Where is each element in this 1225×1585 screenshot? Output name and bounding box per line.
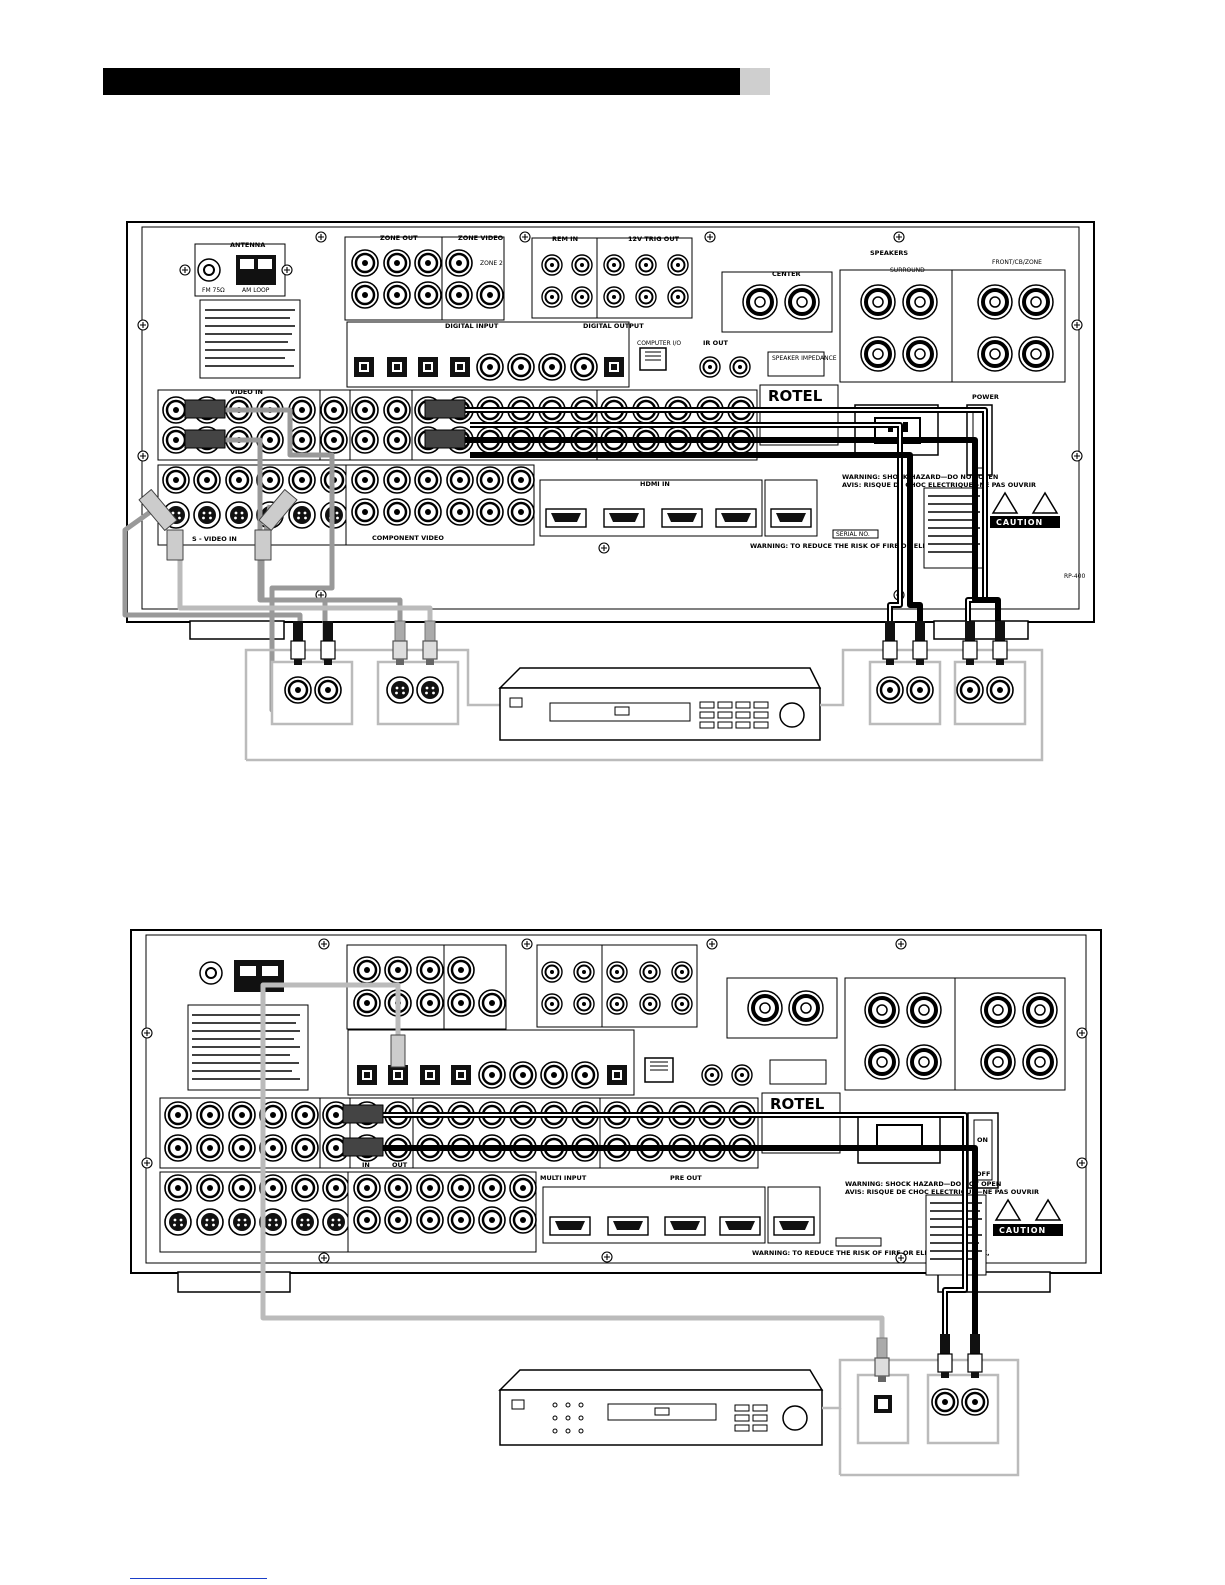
fm-label: FM 75Ω [202, 287, 225, 294]
center-speaker-label: CENTER [772, 270, 801, 278]
power-off-label: OFF [976, 1170, 990, 1178]
warning-1: WARNING: SHOCK HAZARD—DO NOT OPEN [842, 473, 998, 481]
surround-label: SURROUND [890, 267, 925, 274]
brand-logo-1: ROTEL [768, 387, 823, 405]
zone2-label: ZONE 2 [480, 260, 503, 267]
rem-in-label: REM IN [552, 235, 578, 243]
impedance-label: SPEAKER IMPEDANCE [772, 355, 837, 362]
hdmi-in-label: HDMI IN [640, 480, 670, 488]
serial-label: SERIAL NO. [836, 531, 870, 538]
warning-2b: AVIS: RISQUE DE CHOC ELECTRIQUE—NE PAS O… [845, 1188, 1039, 1196]
caution-label-1: CAUTION [996, 518, 1043, 527]
tape-out-label: OUT [392, 1161, 408, 1169]
power-label: POWER [972, 393, 999, 401]
rp-label: RP-400 [1064, 573, 1085, 580]
warning-1b: WARNING: SHOCK HAZARD—DO NOT OPEN [845, 1180, 1001, 1188]
computer-io-label: COMPUTER I/O [637, 340, 681, 347]
warning-3: WARNING: TO REDUCE THE RISK OF FIRE OR E… [750, 542, 988, 550]
multi-input-label: MULTI INPUT [540, 1174, 587, 1182]
cables-panel-2 [260, 982, 978, 1340]
digital-output-label: DIGITAL OUTPUT [583, 322, 644, 330]
brand-logo-2: ROTEL [770, 1095, 825, 1113]
warning-3b: WARNING: TO REDUCE THE RISK OF FIRE OR E… [752, 1249, 990, 1257]
front-cb-zone-label: FRONT/CB/ZONE [992, 259, 1042, 266]
tape-in-label: IN [362, 1161, 370, 1169]
ir-out-label: IR OUT [703, 339, 728, 347]
pre-out-label: PRE OUT [670, 1174, 702, 1182]
caution-label-2: CAUTION [999, 1226, 1046, 1235]
section-header-tab [740, 68, 770, 95]
component-video-label: COMPONENT VIDEO [372, 534, 444, 542]
speakers-label: SPEAKERS [870, 249, 908, 257]
svideo-in-label: S - VIDEO IN [192, 535, 237, 543]
section-header-bar [103, 68, 740, 95]
am-label: AM LOOP [242, 287, 270, 294]
zone-video-label: ZONE VIDEO [458, 234, 504, 242]
warning-2: AVIS: RISQUE DE CHOC ELECTRIQUE—NE PAS O… [842, 481, 1036, 489]
video-in-label: VIDEO IN [230, 388, 263, 396]
dvd-player-device [244, 620, 1044, 762]
receiver-back-panel-1: ANTENNA FM 75Ω AM LOOP ZONE OUT ZONE VID… [126, 221, 1095, 640]
cd-player-device [498, 1333, 1020, 1477]
power-on-label: ON [977, 1136, 988, 1144]
trig-out-label: 12V TRIG OUT [628, 235, 680, 243]
zone-out-label: ZONE OUT [380, 234, 418, 242]
antenna-label: ANTENNA [230, 241, 265, 249]
digital-input-label: DIGITAL INPUT [445, 322, 499, 330]
footer-link-rule [130, 1578, 267, 1579]
